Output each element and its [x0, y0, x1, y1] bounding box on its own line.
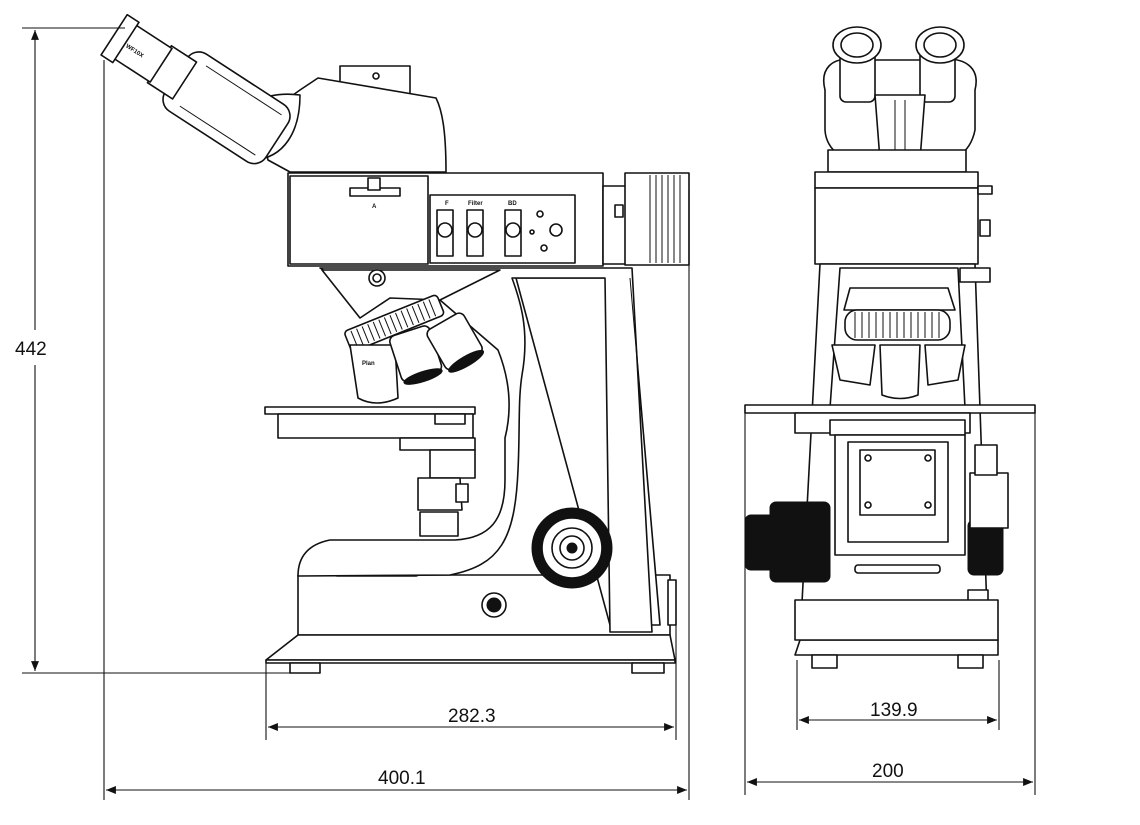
front-nosepiece	[831, 287, 966, 400]
slider-filter-label: Filter	[468, 201, 483, 207]
side-stage	[264, 406, 476, 537]
dim-front-base: 139.9	[870, 700, 918, 721]
front-base	[794, 599, 999, 669]
front-view	[744, 26, 1036, 669]
front-eyepieces	[823, 26, 977, 173]
side-focus-knob	[481, 507, 613, 618]
dim-height: 442	[15, 339, 47, 360]
front-illuminator	[814, 171, 993, 265]
side-illuminator: A F Filter BD	[287, 172, 690, 267]
side-arm	[297, 267, 677, 633]
slider-bd-label: BD	[508, 201, 517, 207]
dim-overall-width: 400.1	[378, 768, 426, 789]
front-stage	[744, 404, 1036, 574]
side-view: A F Filter BD	[100, 13, 690, 674]
side-nosepiece: Plan	[321, 269, 501, 404]
slider-f-label: F	[445, 201, 449, 207]
dimension-lines: 442 282.3 400.1 139.9 200	[15, 27, 1036, 800]
objective-text: Plan	[362, 361, 375, 367]
dim-base-width: 282.3	[448, 706, 496, 727]
dim-front-stage: 200	[872, 761, 904, 782]
side-head: WF10X	[100, 13, 447, 173]
analyzer-mark: A	[372, 204, 377, 210]
front-focus-knobs	[744, 444, 1009, 611]
